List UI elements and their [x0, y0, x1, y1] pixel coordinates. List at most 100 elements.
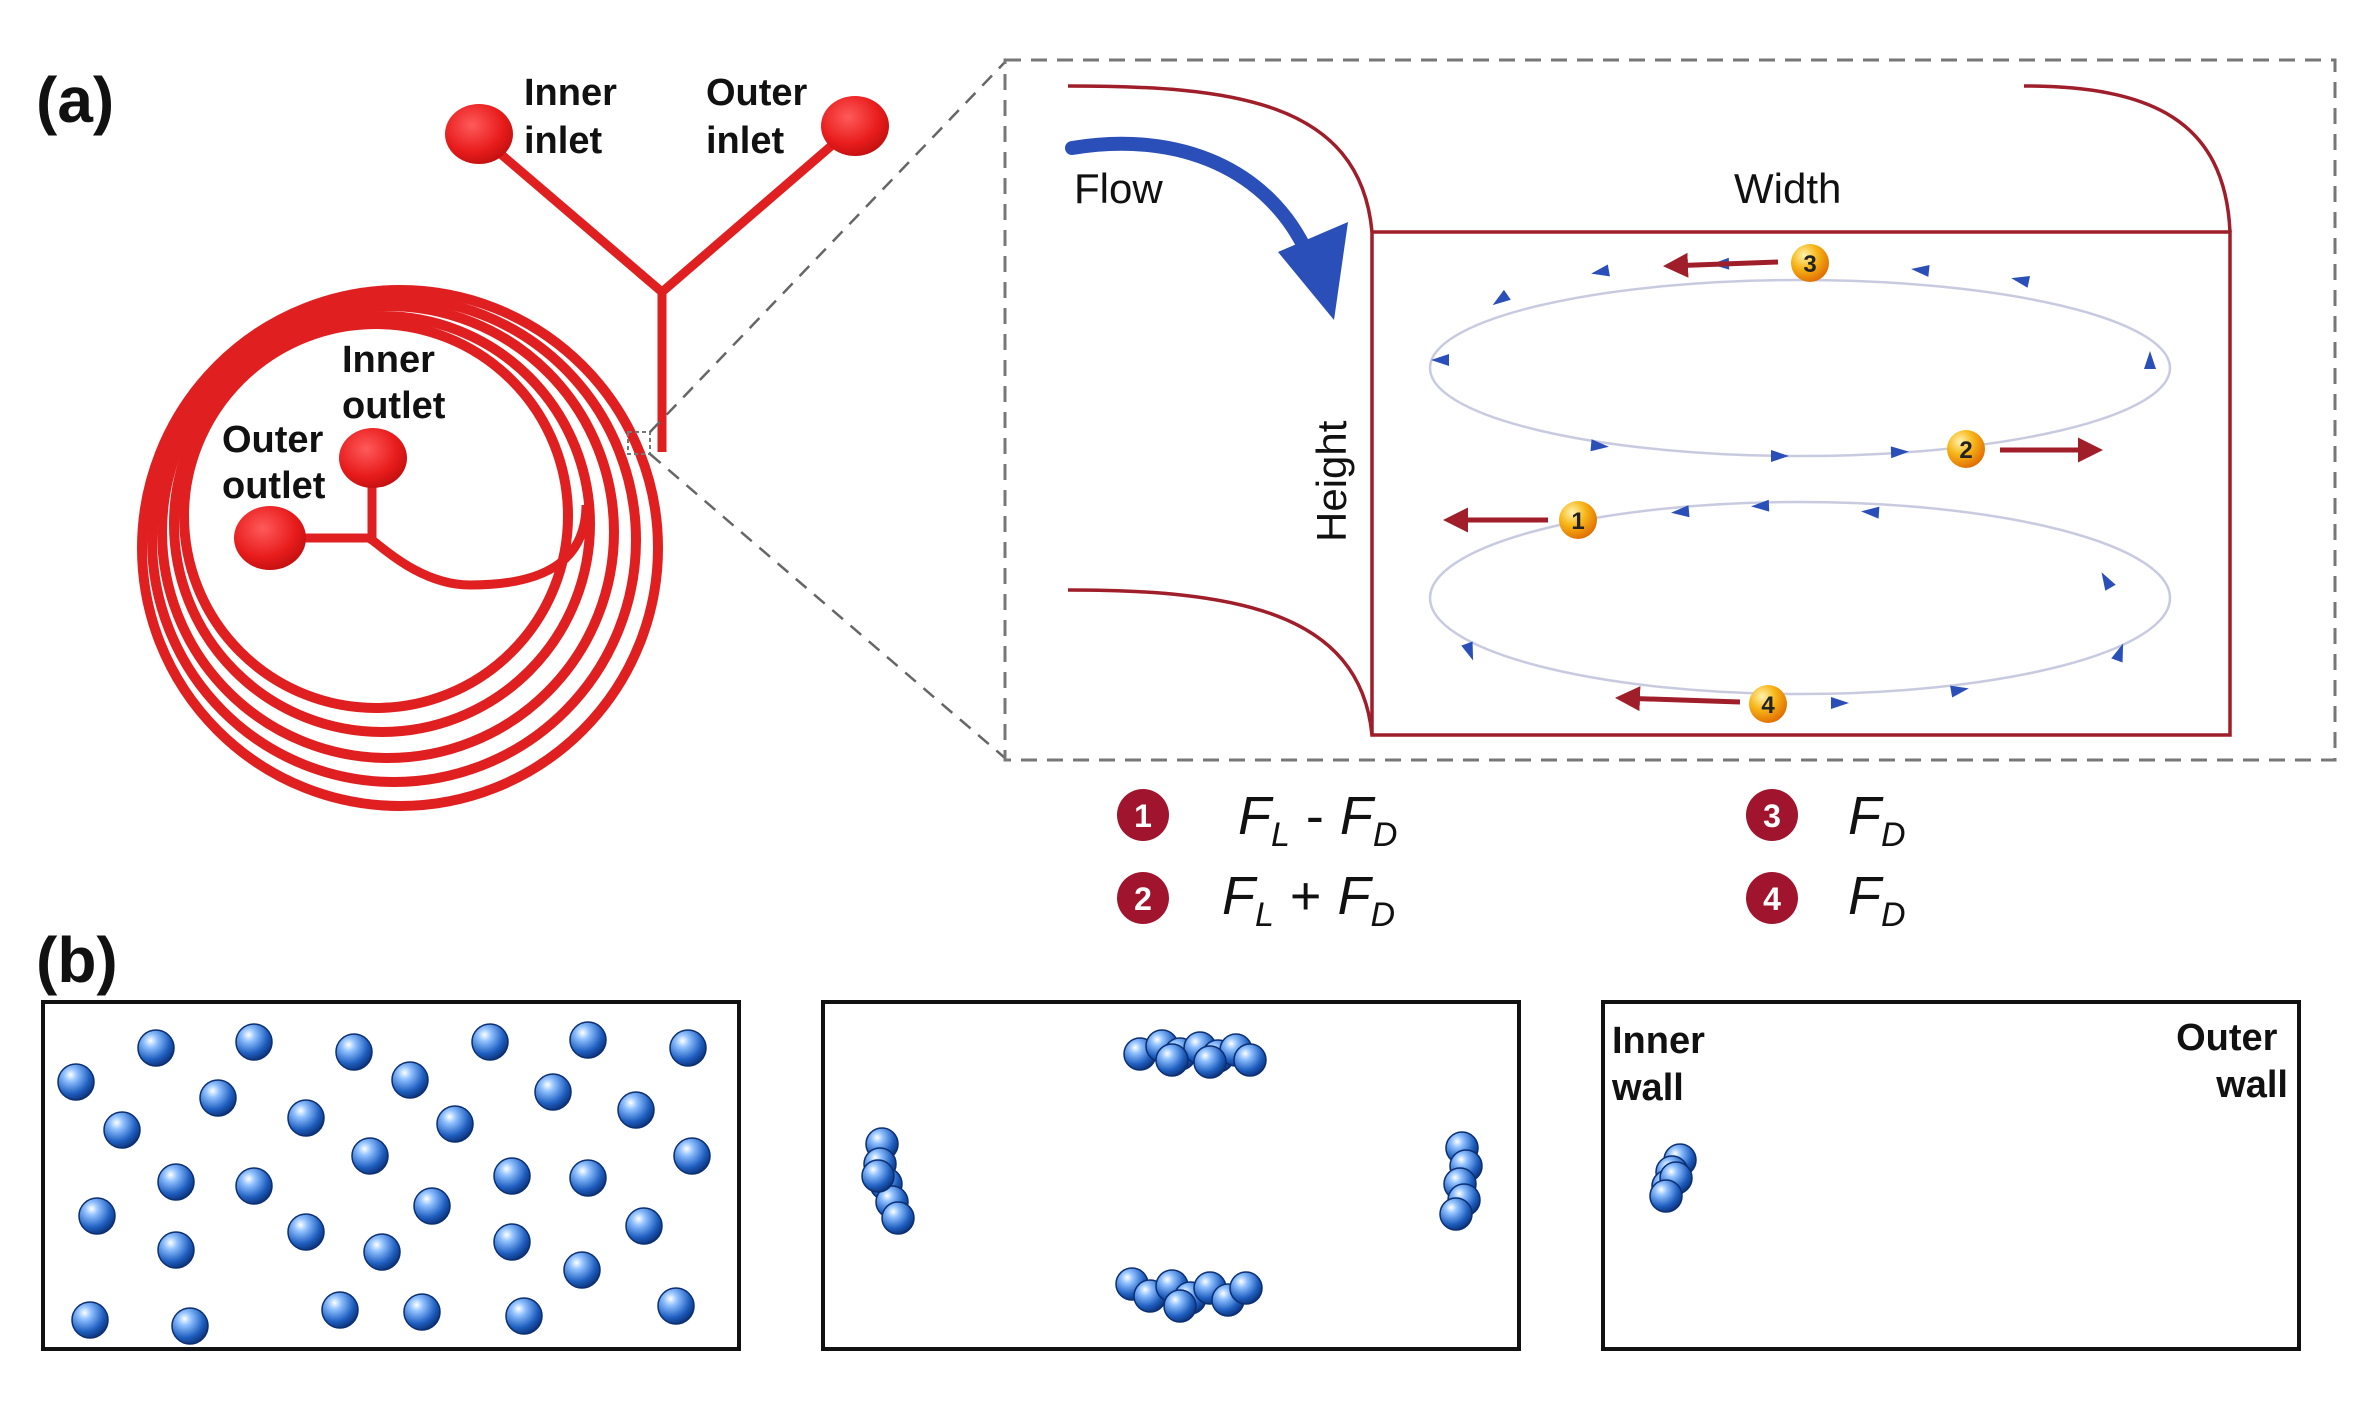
force-arrow-4: [1615, 686, 1741, 712]
dean-vortex-lower: [1428, 500, 2172, 696]
outer-inlet-label-line1: Outer: [706, 72, 808, 114]
outer-inlet-reservoir: [821, 96, 889, 156]
bead: [1439, 1197, 1473, 1231]
vortex-arrowhead: [1861, 506, 1880, 519]
legend-item-1: 1 FL-FD: [1117, 786, 1397, 854]
legend-eq-3: FD: [1848, 786, 1906, 854]
particle-4: 4: [1749, 685, 1787, 723]
legend-eq-4-sub: D: [1881, 896, 1906, 934]
legend-badge-3: [1746, 789, 1798, 841]
channel-cross-section: [1370, 230, 2232, 737]
vortex-arrowhead: [1671, 505, 1690, 518]
bead: [57, 1063, 95, 1101]
force-arrow-3: [1663, 252, 1779, 278]
outer-outlet-label-line2: outlet: [222, 465, 326, 507]
legend-eq-2-f2: F: [1337, 866, 1373, 926]
spiral-chip: [137, 96, 889, 811]
bead: [669, 1029, 707, 1067]
bead: [363, 1233, 401, 1271]
outer-outlet-label-line1: Outer: [222, 419, 324, 461]
flow-arrow-head: [1278, 222, 1348, 320]
legend-badge-2-number: 2: [1134, 881, 1152, 917]
channel-box-focused-inner: [1601, 1000, 2301, 1351]
particle-2-number: 2: [1959, 437, 1972, 464]
legend-eq-1-sub2: D: [1373, 816, 1398, 854]
bead: [881, 1201, 915, 1235]
bead: [1229, 1271, 1263, 1305]
bead: [157, 1231, 195, 1269]
legend-eq-1-sub1: L: [1271, 816, 1290, 854]
vortex-direction-arrows: [1431, 257, 2156, 709]
particle-2: 2: [1947, 430, 1985, 468]
width-label: Width: [1734, 165, 1841, 212]
particle-2-sphere: [1947, 430, 1985, 468]
vortex-arrowhead: [1461, 641, 1474, 661]
inner-inlet-label-line1: Inner: [524, 72, 617, 114]
outer-wall-label-line2: wall: [2215, 1064, 2288, 1106]
bead: [403, 1293, 441, 1331]
vortex-arrowhead: [2111, 643, 2124, 663]
bead: [78, 1197, 116, 1235]
particle-1: 1: [1559, 501, 1597, 539]
bead: [287, 1099, 325, 1137]
particle-4-number: 4: [1761, 692, 1775, 719]
lower-left-wall-curve: [1067, 588, 1374, 736]
vortex-arrowhead: [2101, 572, 2116, 591]
height-label: Height: [1308, 420, 1355, 542]
vortex-arrowhead: [2144, 351, 2156, 369]
bead: [1155, 1043, 1189, 1077]
legend-eq-3-f: F: [1848, 786, 1884, 846]
vortex-arrowhead: [1831, 697, 1849, 709]
vortex-arrowhead: [1590, 439, 1609, 452]
bead: [351, 1137, 389, 1175]
spiral-ring: [157, 301, 619, 763]
particle-3: 3: [1791, 244, 1829, 282]
flow-arrow: [1065, 136, 1348, 320]
vortex-lower-path: [1428, 500, 2172, 696]
particle-3-sphere: [1791, 244, 1829, 282]
inner-inlet-reservoir: [445, 104, 513, 164]
bead: [391, 1061, 429, 1099]
legend-eq-1-f2: F: [1340, 786, 1376, 846]
beads-four-equilibrium-positions: [861, 1029, 1483, 1323]
beads-random-distribution: [57, 1021, 711, 1345]
bead: [657, 1287, 695, 1325]
bead: [235, 1023, 273, 1061]
bead: [171, 1307, 209, 1345]
legend-eq-4: FD: [1848, 866, 1906, 934]
legend-eq-2-sub1: L: [1255, 896, 1274, 934]
inlet-channel-outer: [659, 124, 855, 296]
inner-outlet-label: Inner outlet: [342, 339, 446, 427]
inner-outlet-label-line2: outlet: [342, 385, 446, 427]
inner-wall-label-line2: wall: [1611, 1067, 1684, 1109]
spiral-ring: [137, 285, 663, 811]
legend-eq-1-f1: F: [1238, 786, 1274, 846]
bead: [471, 1023, 509, 1061]
legend-eq-4-f: F: [1848, 866, 1884, 926]
bead: [199, 1079, 237, 1117]
inner-outlet-label-line1: Inner: [342, 339, 435, 381]
bead: [673, 1137, 711, 1175]
particle-1-sphere: [1559, 501, 1597, 539]
particle-3-number: 3: [1803, 251, 1816, 278]
force-legend: 1 FL-FD 2 FL+FD 3 FD 4 FD: [1117, 786, 1906, 934]
spiral-channel: [137, 285, 663, 811]
panel-b-letter: (b): [36, 924, 118, 996]
outer-inlet-label: Outer inlet: [706, 72, 818, 162]
zoom-region-marker: [627, 431, 651, 455]
particle-4-sphere: [1749, 685, 1787, 723]
bead: [157, 1163, 195, 1201]
bead: [1649, 1179, 1683, 1213]
legend-badge-3-number: 3: [1763, 798, 1781, 834]
inner-inlet-label: Inner inlet: [524, 72, 627, 162]
bead: [71, 1301, 109, 1339]
bead: [625, 1207, 663, 1245]
cross-section-frame: [1003, 58, 2337, 762]
outer-outlet-reservoir: [234, 506, 306, 570]
legend-eq-3-sub: D: [1881, 816, 1906, 854]
bead: [505, 1297, 543, 1335]
inner-wall-label: Inner wall: [1611, 1020, 1715, 1109]
particle-1-number: 1: [1571, 508, 1584, 535]
